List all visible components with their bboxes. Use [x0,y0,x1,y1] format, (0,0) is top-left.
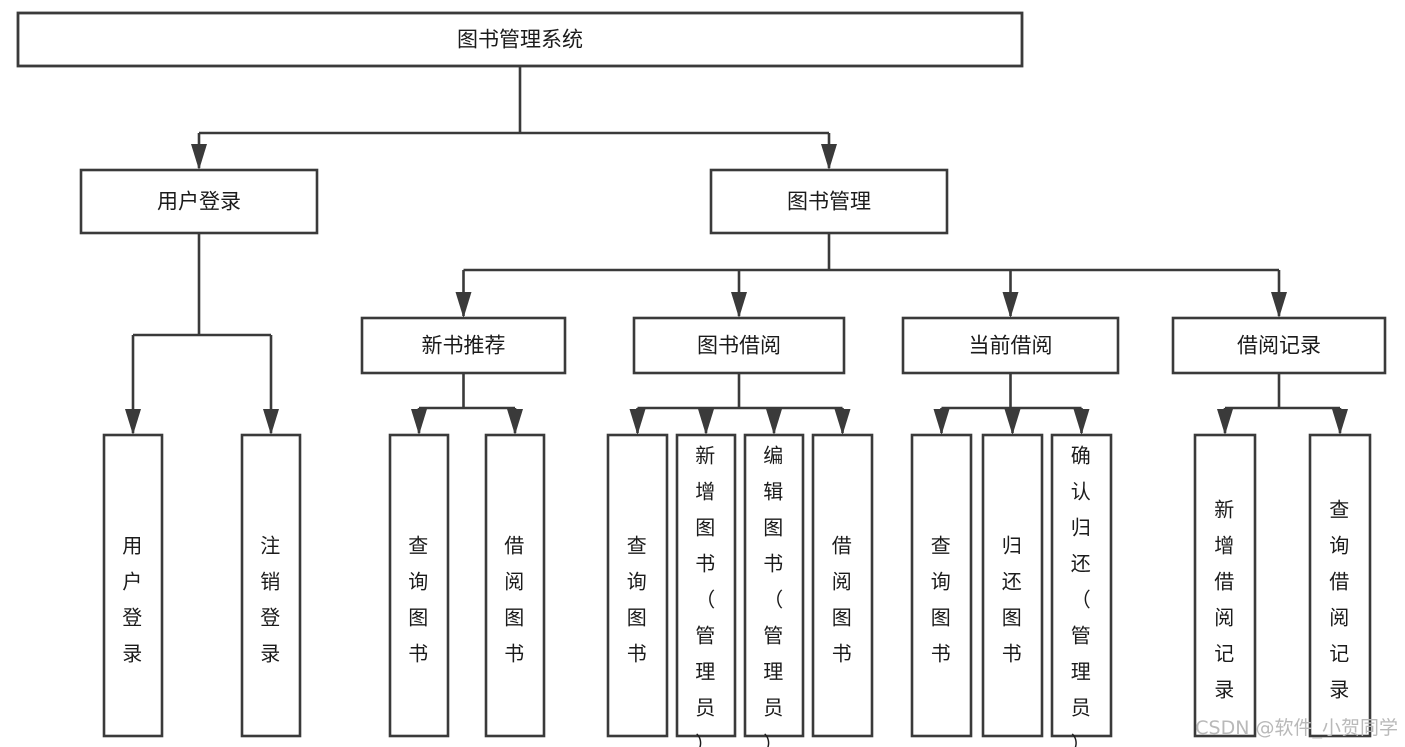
node-图书借阅-box[interactable] [632,316,846,375]
node-新书推荐-label: 新书推荐 [422,334,506,358]
arrow-head-icon [933,409,950,435]
node-借阅图书-box[interactable] [484,433,546,738]
node-查询图书-box[interactable] [606,433,669,738]
arrow-head-icon [834,409,851,435]
node-新增图书管理员-box[interactable] [675,433,737,738]
node-新增图书管理员-leaf[interactable]: 新增图书（管理员） [675,433,737,747]
node-当前借阅-node[interactable]: 当前借阅 [901,316,1120,375]
arrow-head-icon [507,409,523,435]
node-图书管理-box[interactable] [709,168,949,235]
node-编辑图书管理员-box[interactable] [743,433,805,738]
node-注销登录-box[interactable] [240,433,302,738]
node-查询图书-label: 查询图书 [408,533,430,665]
node-用户登录-box[interactable] [79,168,319,235]
arrow-head-icon [263,409,279,435]
node-借阅图书-label: 借阅图书 [504,533,526,665]
node-当前借阅-box[interactable] [901,316,1120,375]
node-查询图书-label: 查询图书 [931,533,953,665]
node-新书推荐-box[interactable] [360,316,567,375]
node-新增借阅记录-box[interactable] [1193,433,1257,738]
arrow-head-icon [1217,409,1233,435]
arrow-head-icon [731,292,747,318]
node-图书管理-label: 图书管理 [787,190,871,214]
arrow-head-icon [629,409,646,435]
node-图书管理系统-node[interactable]: 图书管理系统 [16,11,1024,68]
node-用户登录-leaf[interactable]: 用户登录 [102,433,164,738]
node-借阅图书-label: 借阅图书 [832,533,854,665]
node-借阅图书-box[interactable] [811,433,874,738]
node-借阅记录-node[interactable]: 借阅记录 [1171,316,1387,375]
node-layer: 图书管理系统用户登录图书管理新书推荐图书借阅当前借阅借阅记录用户登录注销登录查询… [16,11,1387,747]
arrow-head-icon [191,144,207,170]
node-查询借阅记录-label: 查询借阅记录 [1329,497,1351,701]
arrow-head-icon [1004,409,1021,435]
node-确认归还管理员-label: 确认归还（管理员） [1071,443,1093,747]
node-图书管理系统-label: 图书管理系统 [457,28,583,52]
node-查询图书-leaf[interactable]: 查询图书 [606,433,669,738]
node-图书管理系统-box[interactable] [16,11,1024,68]
node-用户登录-label: 用户登录 [122,533,144,665]
node-图书管理-node[interactable]: 图书管理 [709,168,949,235]
node-归还图书-leaf[interactable]: 归还图书 [981,433,1044,738]
node-编辑图书管理员-leaf[interactable]: 编辑图书（管理员） [743,433,805,747]
arrow-head-icon [821,144,837,170]
arrow-head-icon [766,409,782,435]
node-注销登录-label: 注销登录 [260,533,282,665]
node-图书借阅-label: 图书借阅 [697,334,781,358]
arrow-head-icon [125,409,141,435]
node-借阅记录-label: 借阅记录 [1237,334,1321,358]
arrow-head-icon [1271,292,1287,318]
node-注销登录-leaf[interactable]: 注销登录 [240,433,302,738]
node-编辑图书管理员-label: 编辑图书（管理员） [763,443,785,747]
node-查询图书-label: 查询图书 [627,533,649,665]
node-查询借阅记录-leaf[interactable]: 查询借阅记录 [1308,433,1372,738]
node-确认归还管理员-leaf[interactable]: 确认归还（管理员） [1050,433,1113,747]
arrow-head-icon [698,409,714,435]
arrow-head-icon [1073,409,1090,435]
node-用户登录-box[interactable] [102,433,164,738]
node-借阅记录-box[interactable] [1171,316,1387,375]
node-归还图书-box[interactable] [981,433,1044,738]
node-新增借阅记录-leaf[interactable]: 新增借阅记录 [1193,433,1257,738]
node-当前借阅-label: 当前借阅 [969,334,1053,358]
arrow-head-icon [1332,409,1348,435]
node-借阅图书-leaf[interactable]: 借阅图书 [811,433,874,738]
node-查询借阅记录-box[interactable] [1308,433,1372,738]
connector-layer [125,66,1348,435]
node-新增借阅记录-label: 新增借阅记录 [1214,497,1236,701]
arrow-head-icon [411,409,427,435]
node-新增图书管理员-label: 新增图书（管理员） [695,443,717,747]
node-用户登录-node[interactable]: 用户登录 [79,168,319,235]
node-借阅图书-leaf[interactable]: 借阅图书 [484,433,546,738]
node-查询图书-leaf[interactable]: 查询图书 [910,433,973,738]
node-归还图书-label: 归还图书 [1002,533,1024,665]
arrow-head-icon [1002,292,1019,318]
node-确认归还管理员-box[interactable] [1050,433,1113,738]
node-用户登录-label: 用户登录 [157,190,241,214]
node-图书借阅-node[interactable]: 图书借阅 [632,316,846,375]
node-查询图书-box[interactable] [910,433,973,738]
node-查询图书-box[interactable] [388,433,450,738]
node-查询图书-leaf[interactable]: 查询图书 [388,433,450,738]
arrow-head-icon [455,292,472,318]
watermark-label: CSDN @软件_小贺同学 [1195,717,1398,739]
node-新书推荐-node[interactable]: 新书推荐 [360,316,567,375]
